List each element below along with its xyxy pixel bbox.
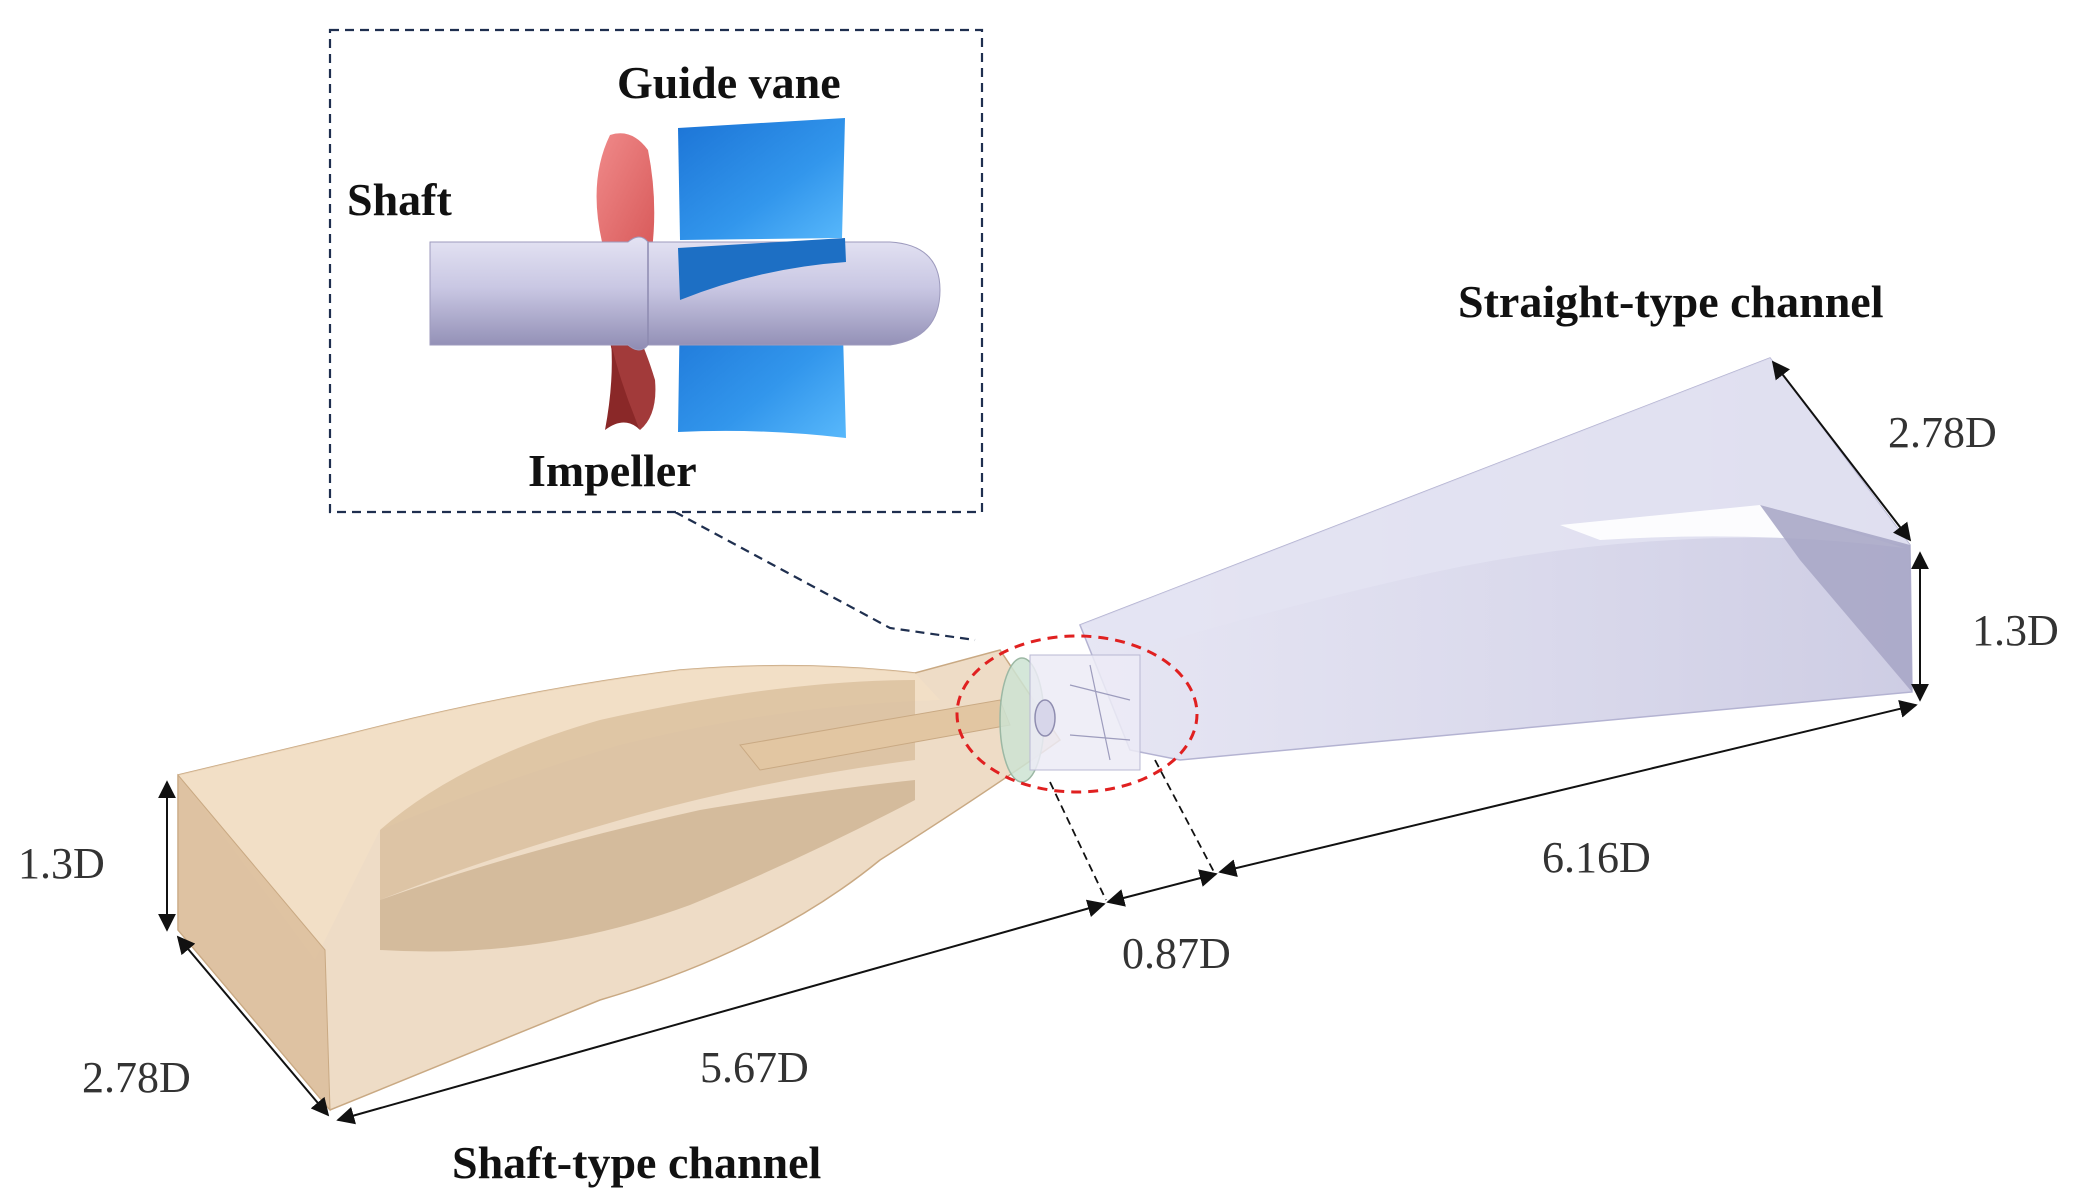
pump-vane-lines	[1069, 664, 1131, 761]
pump-assembly	[999, 654, 1141, 783]
dim-pump-length	[1106, 869, 1218, 907]
pump-highlight-circle	[955, 634, 1199, 794]
pump-hub	[1034, 699, 1056, 737]
outlet-end-face	[1760, 505, 1912, 692]
dim-label-inlet-width: 2.78D	[82, 1053, 191, 1102]
callout-leader	[674, 511, 976, 642]
label-shaft: Shaft	[347, 174, 452, 225]
dim-outlet-length	[1218, 700, 1918, 877]
label-impeller: Impeller	[528, 445, 697, 496]
label-shaft-type-channel: Shaft-type channel	[452, 1137, 821, 1188]
label-straight-type-channel: Straight-type channel	[1458, 276, 1884, 327]
impeller-lower-blade-face	[602, 292, 640, 430]
inlet-top-face	[178, 665, 940, 960]
dim-inlet-width	[176, 935, 330, 1117]
dim-label-outlet-width: 2.78D	[1888, 408, 1997, 457]
dim-ext-left	[1049, 781, 1107, 901]
shaft-well-upper	[380, 680, 915, 900]
dim-inlet-length	[336, 899, 1106, 1125]
dim-ext-right	[1154, 759, 1215, 873]
straight-type-channel	[1079, 357, 1913, 761]
pump-detail-callout	[328, 28, 984, 514]
dim-label-inlet-height: 1.3D	[18, 839, 105, 888]
label-guide-vane: Guide vane	[617, 57, 841, 108]
dim-label-outlet-height: 1.3D	[1972, 606, 2059, 655]
guide-vane-middle	[678, 238, 846, 300]
dim-label-inlet-length: 5.67D	[700, 1043, 809, 1092]
dim-outlet-width	[1771, 360, 1912, 542]
guide-vane-upper	[678, 118, 845, 240]
outlet-top-face	[1080, 358, 1910, 650]
dim-label-outlet-length: 6.16D	[1542, 833, 1651, 882]
dimension-lines	[158, 360, 1929, 1125]
impeller-upper-blade	[596, 133, 655, 250]
dim-label-pump-length: 0.87D	[1122, 929, 1231, 978]
